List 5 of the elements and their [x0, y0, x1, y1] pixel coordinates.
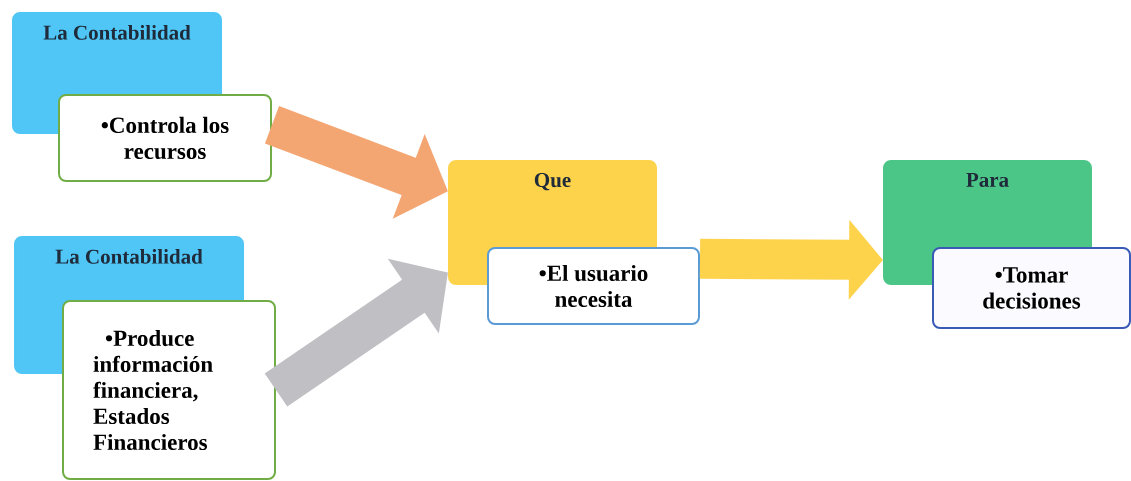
block-arrow [264, 258, 448, 407]
text-box: •Controla los recursos [58, 94, 272, 182]
text-box: •Tomar decisiones [932, 247, 1131, 329]
text-box: •Produce información financiera, Estados Financieros [62, 300, 276, 480]
text-box: •El usuario necesita [487, 247, 700, 325]
